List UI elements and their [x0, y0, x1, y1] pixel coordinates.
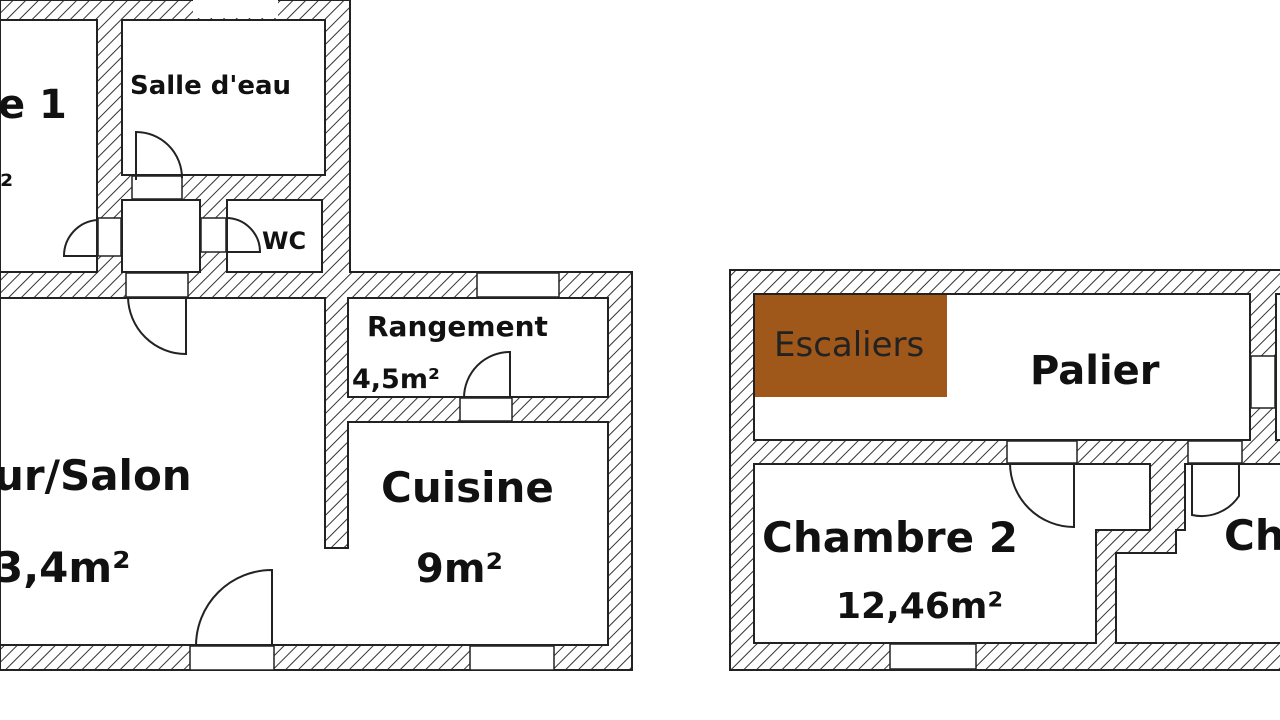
door-swing-bedroom1: [62, 219, 98, 257]
room-label-wc: WC: [262, 227, 306, 255]
room-area-rangement: 4,5m²: [352, 364, 440, 395]
entry-hall: [121, 199, 201, 273]
door-frame-wc: [200, 217, 227, 253]
room-label-chambre1: e 1: [0, 82, 67, 128]
room-label-palier: Palier: [1030, 348, 1160, 394]
door-swing-chambre2: [1009, 462, 1075, 529]
room-area-sejour: 3,4m²: [0, 543, 131, 592]
room-label-chambre3: Ch: [1224, 511, 1280, 560]
door-frame-chambre3: [1187, 440, 1243, 464]
ground-floor-plan: e 1 ² Salle d'eau WC Rangement 4,5m² ur/…: [0, 0, 633, 671]
door-swing-storage: [463, 350, 511, 399]
door-frame-hall: [125, 272, 189, 298]
stairs-block: [755, 295, 947, 397]
room-label-rangement: Rangement: [367, 310, 548, 343]
room-area-chambre1: ²: [0, 169, 13, 204]
window-opening-top: [193, 0, 278, 18]
room-label-cuisine: Cuisine: [381, 463, 554, 512]
window-opening-kitchen: [469, 645, 555, 671]
window-opening-storage: [476, 272, 560, 298]
upper-floor-walls: [729, 269, 1280, 671]
room-area-cuisine: 9m²: [416, 546, 503, 592]
opening-right-palier: [1250, 355, 1276, 409]
upper-floor-plan: Escaliers Palier Chambre 2 12,46m² Ch: [729, 269, 1280, 671]
door-swing-front: [195, 568, 273, 647]
door-swing-bathroom: [135, 130, 183, 180]
room-label-escaliers: Escaliers: [774, 325, 924, 365]
door-frame-bathroom: [131, 175, 183, 200]
front-door-opening: [189, 645, 275, 671]
room-label-sejour: ur/Salon: [0, 451, 192, 500]
room-label-salle-deau: Salle d'eau: [130, 71, 291, 101]
door-swing-chambre3: [1191, 463, 1240, 518]
door-frame-chambre2: [1006, 440, 1078, 464]
door-frame-bedroom1: [97, 217, 122, 257]
door-frame-storage: [459, 397, 513, 422]
room-area-chambre2: 12,46m²: [836, 586, 1003, 627]
door-swing-wc: [225, 217, 262, 253]
room-label-chambre2: Chambre 2: [762, 513, 1018, 562]
window-opening-chambre2: [889, 643, 977, 670]
door-swing-hall: [127, 296, 187, 356]
